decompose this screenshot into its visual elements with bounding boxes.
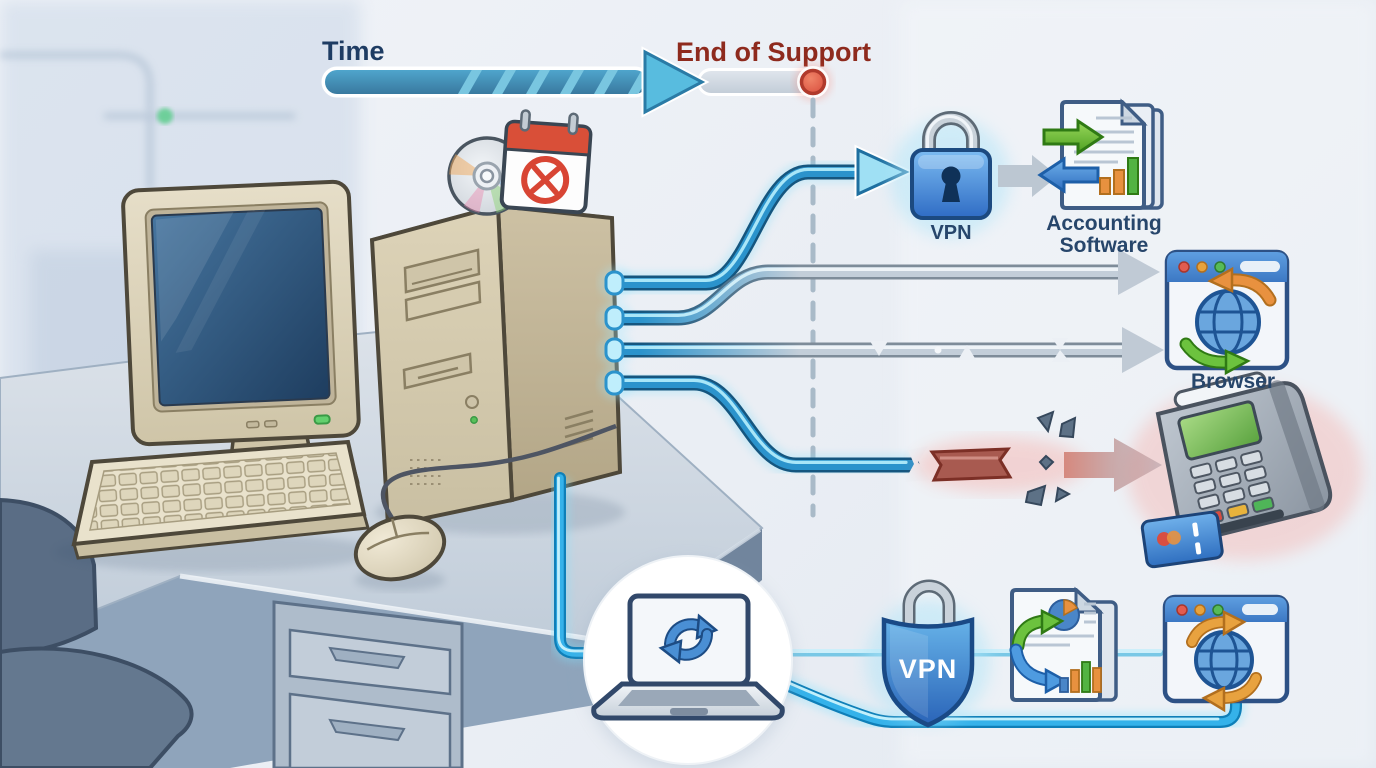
gray-arrowhead-icon (1118, 249, 1160, 295)
drawer-handle (328, 646, 406, 670)
vpn-shield-group: VPN (866, 579, 990, 728)
shatter-fragments-icon (1024, 410, 1077, 507)
globe-grid (1196, 632, 1252, 688)
cable-browser (610, 249, 1160, 326)
screen-reflection (155, 212, 234, 342)
end-of-support-dot-ring (797, 66, 829, 98)
monitor-screen (150, 207, 331, 407)
sync-in-arrow-icon (1042, 118, 1105, 156)
crack-dot (934, 346, 942, 354)
keyboard (71, 439, 370, 560)
background-pipes (0, 52, 295, 190)
cable-payment (610, 372, 930, 482)
screen-reflection (175, 209, 266, 353)
lock-highlight (918, 155, 984, 169)
browser-title-bar (1167, 252, 1287, 282)
floppy-slot (417, 366, 459, 380)
crack-marks (870, 338, 1070, 362)
connection-cables (599, 144, 1164, 482)
calendar-ring (519, 109, 531, 132)
chair-seat (0, 646, 194, 768)
address-bar (1242, 604, 1278, 615)
gray-arrowhead-icon (1122, 327, 1164, 373)
expired-calendar-icon (499, 109, 593, 215)
laptop-keyboard (618, 690, 760, 706)
cable-vpn (610, 144, 915, 294)
window-dot-red (1176, 604, 1188, 616)
drive-bay-blank (404, 280, 482, 322)
doc-text-lines (1074, 116, 1134, 164)
doc-text-lines (1024, 602, 1096, 647)
laptop-screen (627, 593, 751, 687)
power-button (465, 395, 479, 409)
monitor-power-led (313, 414, 331, 425)
severed-cable-piece (929, 447, 1013, 482)
keyhole-icon (941, 166, 961, 186)
timeline-hatching (458, 70, 647, 94)
window-dot-yellow (1196, 261, 1208, 273)
office-chair (0, 497, 194, 768)
timeline-group: Time End of Support (321, 36, 871, 118)
globe-icon (1194, 630, 1254, 690)
flow-arrow-icon (998, 155, 1058, 197)
terminal-screen (1177, 400, 1263, 461)
reports-docs-icon (1009, 586, 1118, 702)
browser-window-icon (1164, 249, 1290, 376)
window-dot-red (1178, 261, 1190, 273)
browser-title-bar (1165, 597, 1287, 622)
mouse-cable (381, 423, 617, 520)
terminal-side-shade (1269, 380, 1325, 513)
keyboard-keys (89, 452, 351, 531)
globe-grid (1197, 291, 1259, 353)
bar-chart-icon (1059, 661, 1102, 693)
accounting-docs-icon (1037, 98, 1164, 210)
cd-drive-slot (411, 268, 473, 285)
terminal-keypad (1189, 450, 1275, 526)
calendar-ring (567, 112, 579, 136)
background-green-dot (157, 108, 173, 124)
bar-chart-icon (1099, 157, 1139, 195)
computer-tower (369, 203, 623, 529)
sync-out-arrow-icon (1037, 156, 1100, 194)
mouse (353, 514, 447, 582)
address-bar (1240, 261, 1280, 272)
end-of-support-dot (799, 68, 827, 96)
window-dot-green (1214, 261, 1226, 273)
credit-card-icon (1140, 510, 1224, 569)
accounting-label-line1: Accounting (1046, 212, 1162, 235)
crossed-out-circle-icon (521, 155, 570, 204)
accounting-label-line2: Software (1060, 234, 1149, 257)
cable-ports (604, 270, 625, 396)
vpn-label: VPN (930, 222, 971, 244)
time-label: Time (322, 36, 385, 66)
floppy-drive (402, 352, 473, 390)
window-dot-yellow (1194, 604, 1206, 616)
end-of-support-label: End of Support (676, 37, 871, 67)
cable-broken (610, 327, 1164, 373)
vpn-lock-group: VPN (890, 111, 1010, 244)
browser-window-bottom-icon (1162, 594, 1290, 713)
shield-highlight (890, 625, 928, 718)
monitor-button (246, 420, 260, 429)
vpn-shield-label: VPN (899, 654, 958, 684)
laptop-sync-icon (591, 593, 785, 721)
power-led (470, 416, 478, 424)
globe-icon (1195, 289, 1261, 355)
timeline-arrowhead-outline (643, 49, 706, 115)
desk-edge-highlight (179, 573, 599, 643)
window-dot-green (1212, 604, 1224, 616)
laptop-touchpad (670, 708, 708, 715)
payment-terminal-icon (1127, 371, 1363, 569)
drawer-handle (328, 718, 406, 742)
browser-label: Browser (1191, 370, 1275, 393)
vpn-shield-icon (881, 616, 975, 728)
sync-arrowhead (658, 639, 683, 665)
laptop-update-group (582, 555, 794, 768)
monitor-button (263, 419, 278, 428)
